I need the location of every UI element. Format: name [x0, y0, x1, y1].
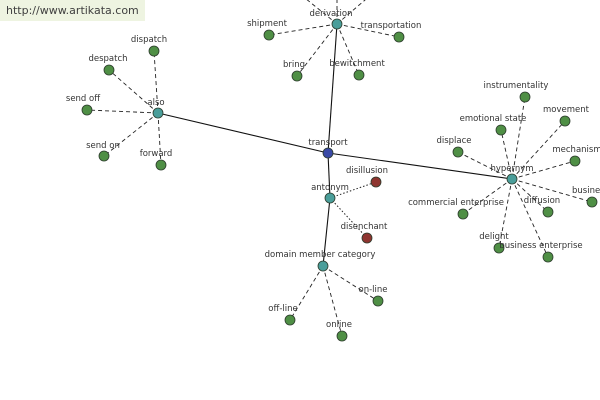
- edge-derivation-to-derivation-up1: [306, 0, 338, 25]
- edge-derivation-to-shipment: [268, 23, 338, 36]
- edge-also-to-send-on: [103, 112, 159, 157]
- label-business[interactable]: busines: [572, 186, 600, 196]
- node-business-enterprise[interactable]: [542, 251, 554, 263]
- label-bewitchment[interactable]: bewitchment: [329, 59, 385, 69]
- label-antonym[interactable]: antonym: [311, 183, 349, 193]
- label-delight[interactable]: delight: [479, 232, 509, 242]
- edge-derivation-to-derivation-up3: [336, 0, 366, 25]
- edge-antonym-to-disillusion: [329, 181, 377, 199]
- edge-derivation-to-transportation: [336, 23, 400, 38]
- edge-transport-to-antonym: [327, 152, 331, 199]
- node-disillusion[interactable]: [370, 176, 382, 188]
- node-bewitchment[interactable]: [353, 69, 365, 81]
- edge-domain-member-category-to-off-line: [289, 265, 324, 321]
- node-despatch[interactable]: [103, 64, 115, 76]
- label-layer: transport derivation also hypernym antonym do…: [66, 9, 600, 330]
- edge-transport-to-derivation: [327, 23, 338, 154]
- label-displace[interactable]: displace: [436, 136, 471, 146]
- node-disenchant[interactable]: [361, 232, 373, 244]
- node-business[interactable]: [586, 196, 598, 208]
- edge-transport-to-also: [157, 112, 329, 154]
- node-displace[interactable]: [452, 146, 464, 158]
- node-mechanism[interactable]: [569, 155, 581, 167]
- edge-hypernym-to-emotional-state: [500, 129, 513, 180]
- edge-hypernym-to-delight: [498, 178, 513, 249]
- node-commercial-enterprise[interactable]: [457, 208, 469, 220]
- label-online[interactable]: online: [326, 320, 352, 330]
- node-off-line[interactable]: [284, 314, 296, 326]
- edge-hypernym-to-commercial-enterprise: [462, 178, 513, 215]
- label-disenchant[interactable]: disenchant: [341, 222, 388, 232]
- label-domain-member-category[interactable]: domain member category: [265, 250, 376, 260]
- edge-hypernym-to-displace: [457, 151, 513, 180]
- node-online[interactable]: [336, 330, 348, 342]
- label-diffusion[interactable]: diffusion: [524, 196, 560, 206]
- node-dispatch[interactable]: [148, 45, 160, 57]
- node-transport[interactable]: [322, 147, 334, 159]
- node-on-line[interactable]: [372, 295, 384, 307]
- label-also[interactable]: also: [147, 98, 164, 108]
- node-hypernym[interactable]: [506, 173, 518, 185]
- label-transportation[interactable]: transportation: [361, 21, 422, 31]
- edge-hypernym-to-movement: [511, 120, 566, 180]
- node-emotional-state[interactable]: [495, 124, 507, 136]
- node-layer: [81, 18, 598, 342]
- edge-also-to-forward: [157, 112, 162, 166]
- label-shipment[interactable]: shipment: [247, 19, 287, 29]
- edge-layer: [86, 0, 593, 337]
- edge-hypernym-to-diffusion: [511, 178, 549, 213]
- edge-domain-member-category-to-online: [322, 265, 343, 337]
- edge-hypernym-to-mechanism: [511, 160, 576, 180]
- edge-also-to-dispatch: [153, 50, 159, 114]
- node-derivation[interactable]: [331, 18, 343, 30]
- edge-antonym-to-domain-member-category: [322, 197, 331, 267]
- edge-transport-to-hypernym: [327, 152, 513, 180]
- node-forward[interactable]: [155, 159, 167, 171]
- node-send-off[interactable]: [81, 104, 93, 116]
- edge-also-to-send-off: [86, 109, 159, 114]
- label-mechanism[interactable]: mechanism: [552, 145, 600, 155]
- node-domain-member-category[interactable]: [317, 260, 329, 272]
- edge-hypernym-to-business-enterprise: [511, 178, 549, 258]
- edge-derivation-to-bring: [296, 23, 338, 77]
- label-business-enterprise[interactable]: business enterprise: [499, 241, 582, 251]
- edge-derivation-to-bewitchment: [336, 23, 360, 76]
- label-off-line[interactable]: off-line: [268, 304, 297, 314]
- label-bring[interactable]: bring: [283, 60, 305, 70]
- label-emotional-state[interactable]: emotional state: [460, 114, 527, 124]
- label-instrumentality[interactable]: instrumentality: [484, 81, 549, 91]
- label-disillusion[interactable]: disillusion: [346, 166, 388, 176]
- label-dispatch[interactable]: dispatch: [131, 35, 167, 45]
- node-antonym[interactable]: [324, 192, 336, 204]
- label-send-off[interactable]: send off: [66, 94, 101, 104]
- edge-domain-member-category-to-on-line: [322, 265, 379, 302]
- label-transport[interactable]: transport: [308, 138, 348, 148]
- node-diffusion[interactable]: [542, 206, 554, 218]
- label-on-line[interactable]: on-line: [359, 285, 388, 295]
- node-transportation[interactable]: [393, 31, 405, 43]
- node-delight[interactable]: [493, 242, 505, 254]
- node-also[interactable]: [152, 107, 164, 119]
- edge-also-to-despatch: [108, 69, 159, 114]
- label-send-on[interactable]: send on: [86, 141, 120, 151]
- label-movement[interactable]: movement: [543, 105, 590, 115]
- node-shipment[interactable]: [263, 29, 275, 41]
- node-send-on[interactable]: [98, 150, 110, 162]
- label-derivation[interactable]: derivation: [309, 9, 352, 19]
- label-commercial-enterprise[interactable]: commercial enterprise: [408, 198, 504, 208]
- edge-antonym-to-disenchant: [329, 197, 368, 239]
- label-despatch[interactable]: despatch: [88, 54, 127, 64]
- node-bring[interactable]: [291, 70, 303, 82]
- node-movement[interactable]: [559, 115, 571, 127]
- site-url-label: http://www.artikata.com: [0, 0, 145, 21]
- label-forward[interactable]: forward: [140, 149, 173, 159]
- label-hypernym[interactable]: hypernym: [490, 164, 533, 174]
- node-instrumentality[interactable]: [519, 91, 531, 103]
